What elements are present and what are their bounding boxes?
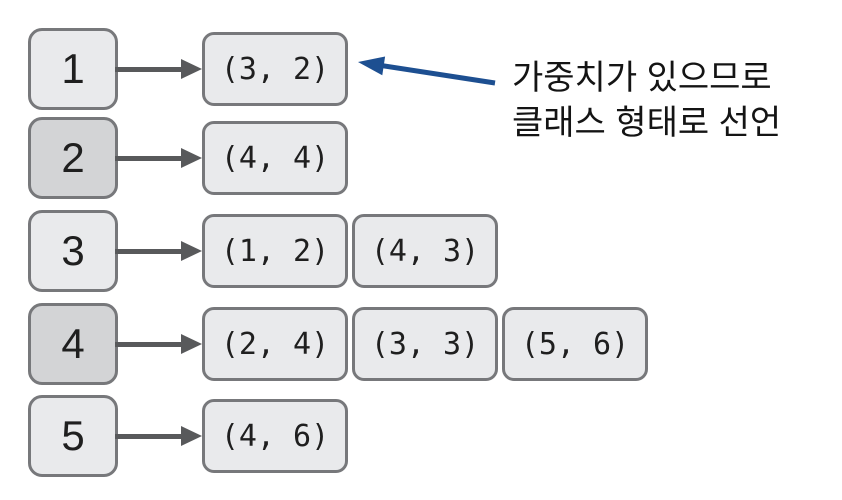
tuple-box: (4, 3) bbox=[352, 214, 498, 288]
right-arrow-icon bbox=[115, 303, 202, 385]
tuple-list: (2, 4) (3, 3) (5, 6) bbox=[202, 307, 648, 381]
tuple-box: (3, 3) bbox=[352, 307, 498, 381]
annotation-line-2: 클래스 형태로 선언 bbox=[512, 104, 782, 142]
arrow-head bbox=[181, 148, 202, 168]
node-box-3: 3 bbox=[28, 210, 118, 292]
adjacency-row-5: 5 (4, 6) bbox=[28, 395, 348, 477]
arrow-head bbox=[181, 426, 202, 446]
adjacency-row-1: 1 (3, 2) bbox=[28, 28, 348, 110]
node-label: 1 bbox=[61, 45, 85, 92]
tuple-box: (1, 2) bbox=[202, 214, 348, 288]
annotation-text: 가중치가 있으므로 클래스 형태로 선언 bbox=[512, 56, 781, 146]
annotation-line-1: 가중치가 있으므로 bbox=[512, 59, 772, 97]
right-arrow-icon bbox=[115, 210, 202, 292]
right-arrow-icon bbox=[115, 117, 202, 199]
tuple-list: (4, 4) bbox=[202, 121, 348, 195]
right-arrow-icon bbox=[115, 28, 202, 110]
arrow-head bbox=[181, 241, 202, 261]
tuple-list: (3, 2) bbox=[202, 32, 348, 106]
node-box-5: 5 bbox=[28, 395, 118, 477]
annotation-arrow-icon bbox=[358, 56, 496, 86]
tuple-box: (4, 4) bbox=[202, 121, 348, 195]
node-label: 5 bbox=[61, 412, 85, 459]
tuple-list: (4, 6) bbox=[202, 399, 348, 473]
node-box-4: 4 bbox=[28, 303, 118, 385]
node-label: 3 bbox=[61, 227, 85, 274]
adjacency-row-4: 4 (2, 4) (3, 3) (5, 6) bbox=[28, 303, 648, 385]
tuple-box: (5, 6) bbox=[502, 307, 648, 381]
arrow-shaft bbox=[115, 341, 181, 347]
arrow-head bbox=[181, 334, 202, 354]
arrow-shaft bbox=[115, 248, 181, 254]
adjacency-row-3: 3 (1, 2) (4, 3) bbox=[28, 210, 498, 292]
right-arrow-icon bbox=[115, 395, 202, 477]
arrow-head bbox=[181, 59, 202, 79]
tuple-box: (3, 2) bbox=[202, 32, 348, 106]
node-label: 2 bbox=[61, 134, 85, 181]
arrow-shaft bbox=[115, 155, 181, 161]
tuple-box: (4, 6) bbox=[202, 399, 348, 473]
tuple-box: (2, 4) bbox=[202, 307, 348, 381]
node-label: 4 bbox=[61, 320, 85, 367]
node-box-1: 1 bbox=[28, 28, 118, 110]
adjacency-row-2: 2 (4, 4) bbox=[28, 117, 348, 199]
arrow-shaft bbox=[115, 66, 181, 72]
arrow-shaft bbox=[115, 433, 181, 439]
node-box-2: 2 bbox=[28, 117, 118, 199]
tuple-list: (1, 2) (4, 3) bbox=[202, 214, 498, 288]
